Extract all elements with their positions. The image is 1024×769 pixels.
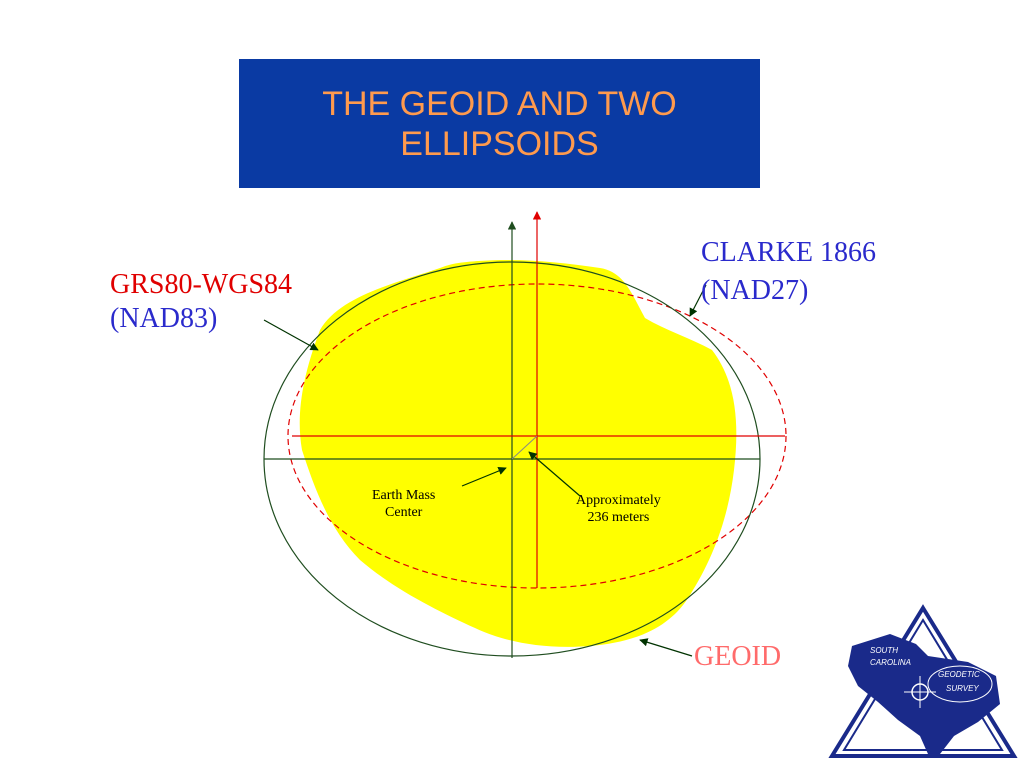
slide-title-line-2: ELLIPSOIDS [400,124,599,163]
logo-text-geodetic: GEODETIC [938,670,980,679]
grs80-datum: (NAD83) [110,303,218,334]
earth-mass-line-1: Earth Mass [372,488,436,503]
offset-distance-label: Approximately 236 meters [576,492,661,526]
slide-title-line-1: THE GEOID AND TWO [322,84,677,123]
title-box: THE GEOID AND TWO ELLIPSOIDS [239,59,760,188]
clarke-label: CLARKE 1866 (NAD27) [701,234,876,310]
grs80-name: GRS80-WGS84 [110,269,293,300]
earth-mass-center-label: Earth Mass Center [372,487,435,521]
earth-mass-leader-arrow [461,466,507,487]
clarke-leader-arrow [689,284,707,317]
grs80-label: GRS80-WGS84 (NAD83) [110,268,292,336]
grs80-leader-arrow [263,319,319,351]
geoid-leader-arrow [639,638,693,657]
offset-line-1: Approximately [576,493,661,508]
clarke-name: CLARKE 1866 [701,237,876,268]
clarke-1866-ellipse [287,283,787,589]
center-offset-line [511,435,538,460]
sc-geodetic-survey-logo: SOUTH CAROLINA GEODETIC SURVEY [828,604,1018,764]
logo-text-survey: SURVEY [946,684,979,693]
logo-graphic [828,604,1018,758]
logo-text-carolina: CAROLINA [870,658,911,667]
geoid-label: GEOID [694,641,782,672]
offset-leader-arrow [528,451,581,497]
logo-text-south: SOUTH [870,646,898,655]
clarke-datum: (NAD27) [701,275,809,306]
earth-mass-line-2: Center [385,505,423,520]
offset-line-2: 236 meters [587,510,650,525]
